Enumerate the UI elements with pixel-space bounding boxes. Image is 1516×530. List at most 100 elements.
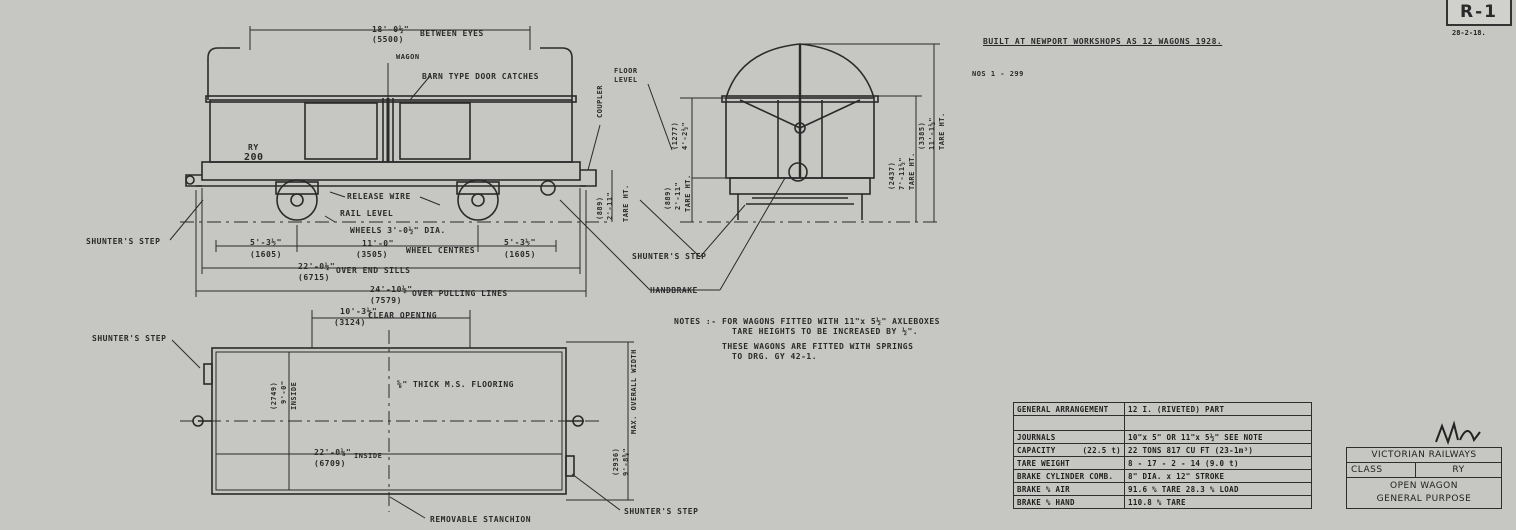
shunters-step-end-label: SHUNTER'S STEP	[632, 252, 707, 261]
end-dim-right-metric: (1605)	[504, 250, 536, 259]
spec-row	[1013, 415, 1312, 431]
inside-width-metric: (2749)	[270, 381, 278, 410]
wheel-centres-imperial: 11'-0"	[362, 239, 394, 248]
over-pulling-lines-imperial: 24'-10½"	[370, 285, 413, 294]
over-pulling-lines-label: OVER PULLING LINES	[412, 289, 508, 298]
coupler-tare-label: TARE HT.	[622, 184, 630, 222]
wagon-label: WAGON	[396, 53, 420, 61]
wagon-number-marking: 200	[244, 152, 264, 163]
shunters-step-plan-top-label: SHUNTER'S STEP	[92, 334, 167, 343]
handbrake-label: HANDBRAKE	[650, 286, 698, 295]
class-value: RY	[1415, 462, 1502, 478]
spec-label: BRAKE CYLINDER COMB.	[1013, 469, 1125, 483]
over-end-sills-label: OVER END SILLS	[336, 266, 411, 275]
overall-width-label: MAX. OVERALL WIDTH	[630, 349, 638, 434]
shunters-step-side-label: SHUNTER'S STEP	[86, 237, 161, 246]
signature-mark	[1435, 420, 1481, 445]
between-eyes-label: BETWEEN EYES	[420, 29, 484, 38]
rail-level-label: RAIL LEVEL	[340, 209, 394, 218]
end-tare-label: TARE HT.	[684, 174, 692, 212]
inside-length-imperial: 22'-0⅛"	[314, 448, 352, 457]
overall-width-imperial: 9'-8⅝"	[622, 447, 630, 476]
spec-label: JOURNALS	[1013, 430, 1125, 444]
wagon-class-marking: RY	[248, 143, 259, 152]
buffer-height-imperial: 2'-11"	[674, 181, 682, 210]
over-end-sills-imperial: 22'-0½"	[298, 262, 336, 271]
between-eyes-imperial: 18'-0½"	[372, 25, 410, 34]
overall-height-metric: (3385)	[918, 121, 926, 150]
built-note: BUILT AT NEWPORT WORKSHOPS AS 12 WAGONS …	[983, 37, 1223, 46]
notes-line-4: TO DRG. GY 42-1.	[732, 352, 818, 361]
spec-value: 22 TONS 817 CU FT (23-1m³)	[1124, 443, 1312, 457]
spec-row: BRAKE CYLINDER COMB.8" DIA. x 12" STROKE	[1013, 469, 1312, 483]
wheel-centres-metric: (3505)	[356, 250, 388, 259]
coupler-height-metric: (889)	[596, 196, 604, 220]
notes-line-2: TARE HEIGHTS TO BE INCREASED BY ½".	[732, 327, 919, 336]
wagon-type-line-1: OPEN WAGON	[1390, 481, 1458, 491]
end-dim-left-imperial: 5'-3½"	[250, 238, 282, 247]
side-dimension-lines	[169, 26, 613, 297]
end-view-wagon	[721, 43, 879, 220]
door-catches-label: BARN TYPE DOOR CATCHES	[422, 72, 539, 81]
overall-width-metric: (2936)	[612, 447, 620, 476]
spec-value: 12 I. (RIVETED) PART	[1124, 402, 1312, 416]
over-pulling-lines-metric: (7579)	[370, 296, 402, 305]
drawing-number: R-1	[1446, 0, 1512, 26]
spec-label: GENERAL ARRANGEMENT	[1013, 402, 1125, 416]
spec-label	[1013, 415, 1125, 431]
release-wire-label: RELEASE WIRE	[347, 192, 411, 201]
shunters-step-plan-bottom-label: SHUNTER'S STEP	[624, 507, 699, 516]
spec-extra: (22.5 t)	[1069, 443, 1125, 457]
plan-dimension-lines	[171, 310, 634, 519]
flooring-label: ⅝" THICK M.S. FLOORING	[397, 380, 514, 389]
spec-label: CAPACITY	[1013, 443, 1069, 457]
overall-tare-label: TARE HT.	[938, 112, 946, 150]
floor-height-metric: (1277)	[671, 121, 679, 150]
removable-stanchion-label: REMOVABLE STANCHION	[430, 515, 532, 524]
overall-height-imperial: 11'-1½"	[928, 116, 936, 150]
spec-label: TARE WEIGHT	[1013, 456, 1125, 470]
numbers-note: NOS 1 - 299	[972, 70, 1024, 78]
over-end-sills-metric: (6715)	[298, 273, 330, 282]
end-dimension-lines	[559, 43, 940, 291]
inside-length-label: INSIDE	[354, 452, 383, 460]
end-dim-right-imperial: 5'-3½"	[504, 238, 536, 247]
spec-value	[1124, 415, 1312, 431]
side-height-metric: (2437)	[888, 161, 896, 190]
side-tare-label: TARE HT.	[908, 152, 916, 190]
end-dim-left-metric: (1605)	[250, 250, 282, 259]
notes-line-1: FOR WAGONS FITTED WITH 11"x 5½" AXLEBOXE…	[722, 317, 940, 326]
spec-value: 8 - 17 - 2 - 14 (9.0 t)	[1124, 456, 1312, 470]
notes-line-3: THESE WAGONS ARE FITTED WITH SPRINGS	[722, 342, 914, 351]
spec-value: 110.8 % TARE	[1124, 495, 1312, 509]
clear-opening-imperial: 10'-3½"	[340, 307, 378, 316]
side-view-wagon	[185, 47, 597, 221]
notes-heading: NOTES :-	[674, 317, 717, 326]
clear-opening-metric: (3124)	[334, 318, 366, 327]
coupler-label: COUPLER	[596, 84, 604, 118]
class-label: CLASS	[1346, 462, 1416, 478]
inside-width-label: INSIDE	[290, 381, 298, 410]
inside-length-metric: (6709)	[314, 459, 346, 468]
between-eyes-metric: (5500)	[372, 35, 404, 44]
spec-label: BRAKE % HAND	[1013, 495, 1125, 509]
spec-row: CAPACITY(22.5 t)22 TONS 817 CU FT (23-1m…	[1013, 443, 1312, 457]
spec-value: 91.6 % TARE 28.3 % LOAD	[1124, 482, 1312, 496]
drawing-date: 28-2-18.	[1452, 29, 1486, 37]
spec-label: BRAKE % AIR	[1013, 482, 1125, 496]
wheels-label: WHEELS 3'-0½" DIA.	[350, 226, 446, 235]
wheel-centres-label: WHEEL CENTRES	[406, 246, 476, 255]
floor-level-label: FLOOR LEVEL	[614, 67, 638, 84]
coupler-height-imperial: 2'-11"	[606, 191, 614, 220]
floor-height-imperial: 4'-2½"	[681, 121, 689, 150]
